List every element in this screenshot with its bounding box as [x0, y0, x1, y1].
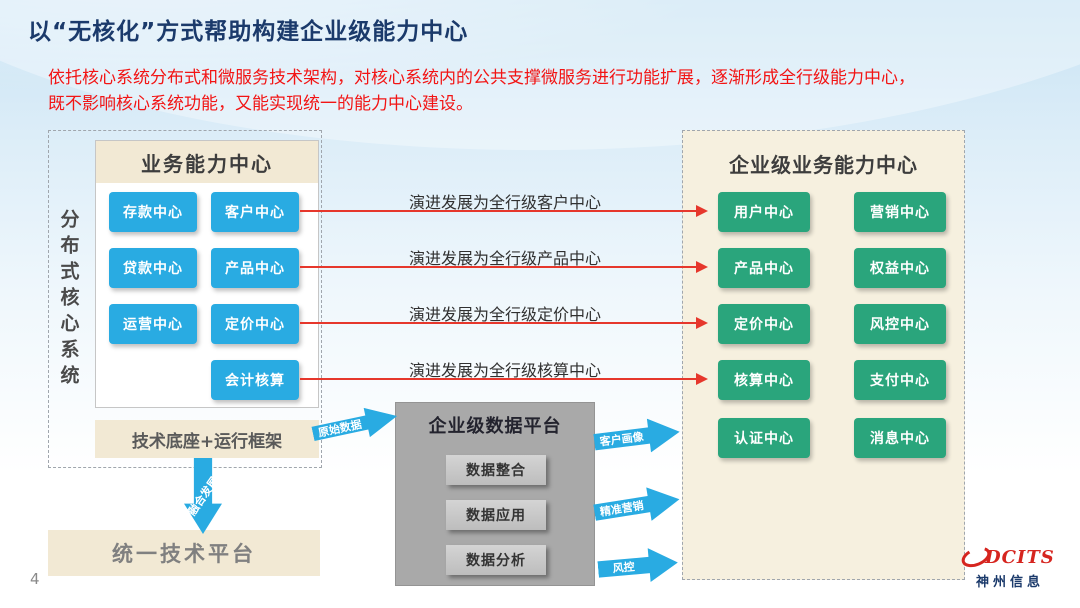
- chip-auth-center: 认证中心: [718, 418, 810, 458]
- dcits-logo-text: DCITS: [985, 546, 1055, 568]
- red-arrow-head-icon: [696, 317, 708, 329]
- chip-rights-center: 权益中心: [854, 248, 946, 288]
- chip-customer-center: 客户中心: [211, 192, 299, 232]
- data-platform-title: 企业级数据平台: [428, 416, 562, 437]
- dcits-logo-subtext: 神州信息: [976, 575, 1045, 590]
- arrow-customer-profile-label: 客户画像: [599, 430, 645, 449]
- description-line-2: 既不影响核心系统功能，又能实现统一的能力中心建设。: [48, 93, 473, 114]
- evolution-arrow-pricing: 演进发展为全行级定价中心: [300, 301, 710, 331]
- arrow-raw-data: 原始数据: [310, 401, 400, 448]
- chip-message-center: 消息中心: [854, 418, 946, 458]
- red-arrow-head-icon: [696, 373, 708, 385]
- arrow-precision-marketing: 精准营销: [592, 482, 682, 529]
- chip-operations-center: 运营中心: [109, 304, 197, 344]
- red-arrow-line: [300, 210, 698, 212]
- chip-risk-center: 风控中心: [854, 304, 946, 344]
- description-line-1: 依托核心系统分布式和微服务技术架构，对核心系统内的公共支撑微服务进行功能扩展，逐…: [48, 68, 915, 88]
- business-capability-center-title: 业务能力中心: [96, 141, 318, 183]
- evolution-arrow-accounting: 演进发展为全行级核算中心: [300, 357, 710, 387]
- arrow-risk-control-label: 风控: [612, 560, 636, 576]
- red-arrow-head-icon: [696, 261, 708, 273]
- chip-pricing-center-ent: 定价中心: [718, 304, 810, 344]
- red-arrow-head-icon: [696, 205, 708, 217]
- red-arrow-line: [300, 266, 698, 268]
- arrow-precision-marketing-label: 精准营销: [599, 499, 645, 519]
- enterprise-panel-title: 企业级业务能力中心: [729, 153, 918, 177]
- unified-tech-platform-box: 统一技术平台: [48, 530, 320, 576]
- chip-loan-center: 贷款中心: [109, 248, 197, 288]
- dcits-logo-row: DCITS: [960, 544, 1070, 570]
- page-title: 以“无核化”方式帮助构建企业级能力中心: [28, 19, 469, 45]
- data-item-analysis: 数据分析: [446, 545, 546, 575]
- dcits-swoosh-icon: [961, 546, 991, 568]
- chip-payment-center: 支付中心: [854, 360, 946, 400]
- chip-product-center-ent: 产品中心: [718, 248, 810, 288]
- evolution-arrow-product: 演进发展为全行级产品中心: [300, 245, 710, 275]
- data-item-integration: 数据整合: [446, 455, 546, 485]
- evolution-arrow-customer: 演进发展为全行级客户中心: [300, 189, 710, 219]
- evolution-label: 演进发展为全行级定价中心: [408, 305, 601, 324]
- dcits-logo: DCITS 神州信息: [960, 544, 1070, 590]
- vertical-label-distributed-core-system: 分布式核心系统: [57, 209, 80, 391]
- tech-base-box: 技术底座+运行框架: [95, 420, 319, 458]
- enterprise-data-platform-box: 企业级数据平台 数据整合 数据应用 数据分析: [395, 402, 595, 586]
- data-item-application: 数据应用: [446, 500, 546, 530]
- chip-marketing-center: 营销中心: [854, 192, 946, 232]
- chip-accounting-center-ent: 核算中心: [718, 360, 810, 400]
- chip-pricing-center: 定价中心: [211, 304, 299, 344]
- distributed-core-dashed-box: [48, 130, 322, 468]
- chip-product-center: 产品中心: [211, 248, 299, 288]
- chip-deposit-center: 存款中心: [109, 192, 197, 232]
- evolution-label: 演进发展为全行级产品中心: [408, 249, 601, 268]
- chip-user-center: 用户中心: [718, 192, 810, 232]
- description: 依托核心系统分布式和微服务技术架构，对核心系统内的公共支撑微服务进行功能扩展，逐…: [48, 66, 915, 117]
- red-arrow-line: [300, 378, 698, 380]
- arrow-risk-control: 风控: [597, 546, 680, 587]
- red-arrow-line: [300, 322, 698, 324]
- page-number: 4: [30, 570, 40, 588]
- down-arrow-integration: 融合发展: [184, 458, 222, 534]
- chip-accounting-center: 会计核算: [211, 360, 299, 400]
- evolution-label: 演进发展为全行级核算中心: [408, 361, 601, 380]
- evolution-label: 演进发展为全行级客户中心: [408, 193, 601, 212]
- arrow-customer-profile: 客户画像: [592, 415, 682, 459]
